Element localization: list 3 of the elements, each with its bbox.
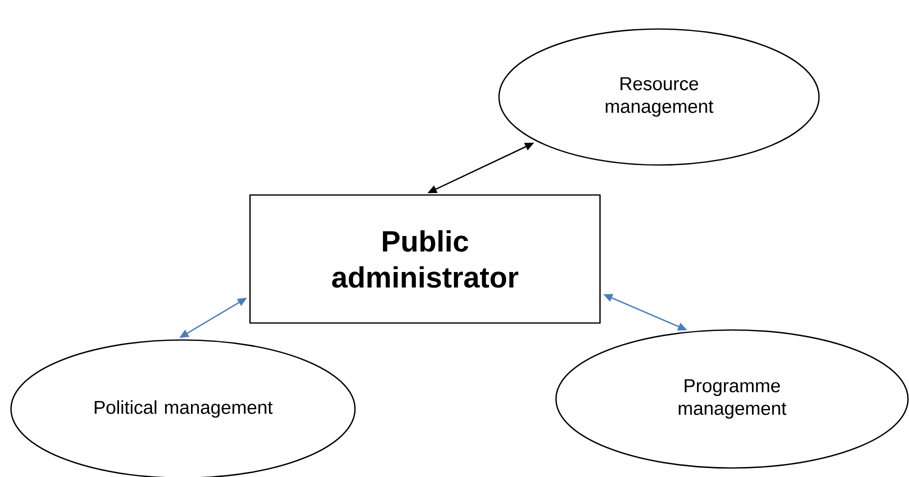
process-box: Public administrator [249, 194, 601, 324]
ellipse-node: Resource management [498, 28, 820, 166]
ellipse-node: Programme management [555, 329, 909, 469]
